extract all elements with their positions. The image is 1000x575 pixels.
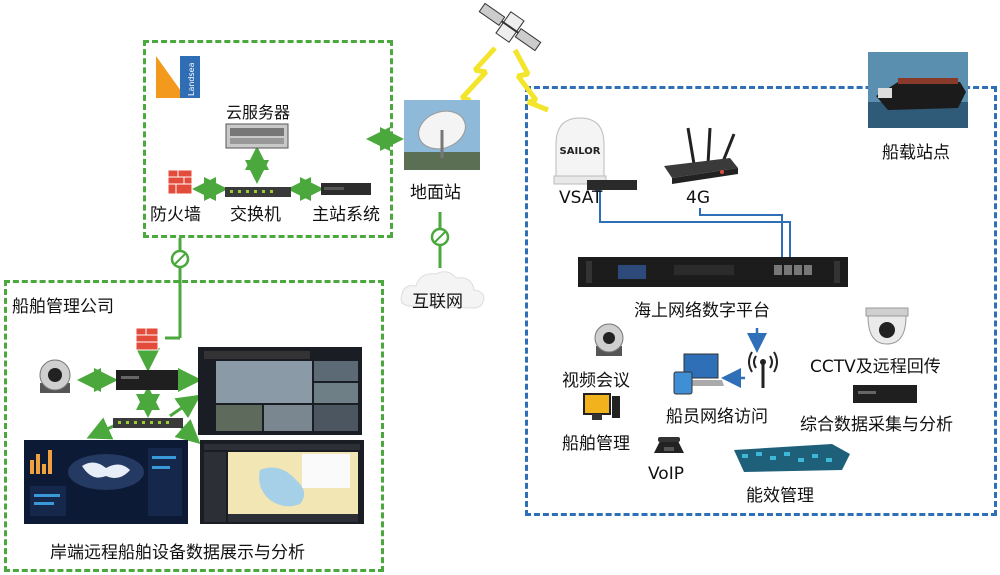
master-station-icon bbox=[320, 181, 372, 195]
cctv-label: CCTV及远程回传 bbox=[810, 357, 941, 377]
voip-label: VoIP bbox=[648, 464, 684, 484]
ship-camera-icon bbox=[586, 322, 632, 358]
firewall-label: 防火墙 bbox=[150, 205, 201, 225]
cloud-server-label: 云服务器 bbox=[226, 103, 291, 122]
platform-device-icon bbox=[578, 255, 848, 289]
data-collect-device-icon bbox=[852, 384, 918, 404]
internet-label: 互联网 bbox=[412, 292, 463, 312]
vsat-dome-icon: SAILOR bbox=[552, 114, 608, 188]
ground-station-label: 地面站 bbox=[410, 183, 461, 203]
switch-label: 交换机 bbox=[230, 205, 281, 225]
ship-zone-border bbox=[525, 86, 997, 516]
fourg-label: 4G bbox=[686, 188, 710, 208]
ship-photo bbox=[868, 52, 968, 128]
company-caption: 岸端远程船舶设备数据展示与分析 bbox=[50, 543, 305, 563]
satellite-icon bbox=[470, 0, 550, 55]
chart-map-screen bbox=[200, 440, 364, 524]
video-wall-screen bbox=[198, 347, 362, 435]
platform-label: 海上网络数字平台 bbox=[634, 301, 770, 321]
company-zone-title: 船舶管理公司 bbox=[12, 297, 114, 317]
crew-laptop-icon bbox=[672, 352, 724, 396]
energy-mgmt-label: 能效管理 bbox=[746, 486, 814, 506]
company-camera-icon bbox=[28, 357, 82, 397]
master-station-label: 主站系统 bbox=[312, 205, 380, 225]
company-zone-border bbox=[4, 280, 384, 572]
internet-cloud-icon bbox=[398, 268, 488, 310]
voip-phone-icon bbox=[652, 435, 686, 461]
wifi-ap-icon bbox=[748, 350, 778, 390]
link-4g-platform bbox=[699, 208, 783, 262]
vsat-modem-icon bbox=[586, 176, 638, 190]
arrow-switch-screen1 bbox=[169, 394, 201, 419]
cctv-camera-icon bbox=[862, 306, 912, 346]
dashboard-screen bbox=[24, 440, 188, 524]
company-firewall-icon bbox=[134, 326, 160, 352]
switch-icon bbox=[224, 183, 292, 197]
ship-mgmt-label: 船舶管理 bbox=[562, 434, 630, 454]
crew-access-label: 船员网络访问 bbox=[666, 407, 768, 427]
vsat-brand-text: SAILOR bbox=[560, 146, 601, 157]
router-4g-icon bbox=[660, 124, 740, 186]
company-switch-icon bbox=[112, 414, 184, 428]
landsea-logo: Landsea bbox=[156, 56, 200, 98]
company-recorder-icon bbox=[115, 369, 179, 391]
vsat-label: VSAT bbox=[559, 188, 603, 208]
lightning-right bbox=[512, 48, 549, 113]
ship-mgmt-computer-icon bbox=[582, 392, 622, 422]
ground-station-icon bbox=[404, 100, 480, 170]
energy-ship-graphic bbox=[732, 440, 852, 476]
data-collect-label: 综合数据采集与分析 bbox=[800, 415, 953, 435]
ship-zone-title: 船载站点 bbox=[882, 143, 950, 163]
cloud-server-icon bbox=[224, 122, 290, 150]
logo-text: Landsea bbox=[187, 62, 196, 96]
firewall-icon bbox=[166, 168, 194, 196]
video-conf-label: 视频会议 bbox=[562, 371, 630, 391]
